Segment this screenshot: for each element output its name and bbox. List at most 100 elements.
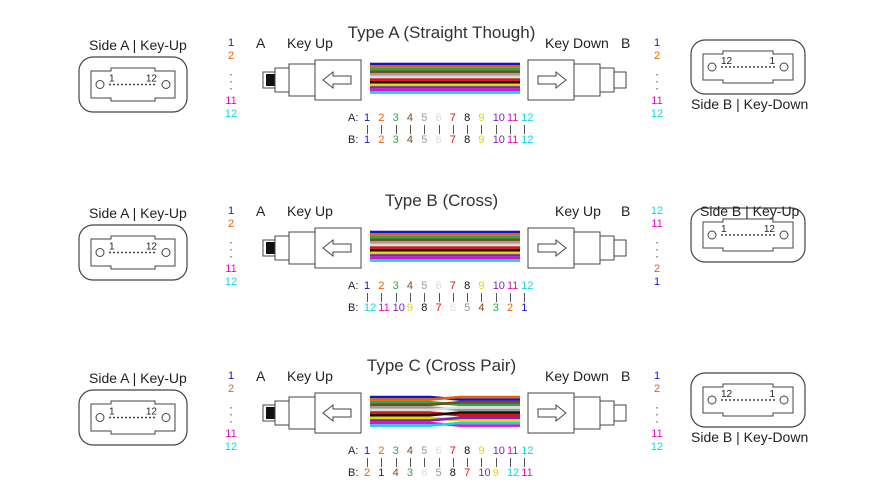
row-b-number: 7 [435,302,442,314]
row-a-prefix: A: [348,445,359,457]
end-face-first-number: 12 [721,56,733,67]
end-a-label: A [256,35,266,51]
row-a-number: 7 [449,280,456,292]
mapping-tick [481,458,483,467]
fiber-line [370,88,520,92]
fiber-line [370,83,520,87]
end-b-label: B [621,368,631,384]
end-face-last-number: 12 [146,242,158,253]
row-b-number: 12 [507,467,520,479]
mapping-tick [510,293,511,302]
row-b-number: 11 [378,302,390,314]
left-side-label: Side A | Key-Up [89,205,187,221]
fiber-line [370,80,520,84]
row-a-number: 3 [392,445,399,457]
fiber-ribbon [370,395,520,427]
right-column-number: 11 [651,95,663,107]
row-b-number: 8 [464,134,471,146]
mapping-tick [395,293,397,302]
fiber-ribbon [370,230,520,262]
mapping-tick [381,293,383,302]
mapping-tick [395,125,397,134]
row-b-number: 3 [406,467,414,479]
fiber-line [370,400,520,407]
fiber-ribbon [370,62,520,94]
fiber-line [370,248,520,252]
mapping-tick [467,125,469,134]
row-a-number: 7 [449,445,456,457]
end-face-last-number: 12 [146,74,158,85]
row-a-number: 11 [507,445,519,457]
left-column-dot: · [229,249,233,263]
row-a-number: 12 [521,280,534,292]
row-b-number: 10 [392,302,405,314]
end-face-first-number: 1 [109,407,115,418]
fiber-line [370,254,520,257]
mapping-tick [495,125,497,134]
left-column-number: 1 [227,205,235,217]
right-column-dot: · [655,242,659,256]
left-side-label: Side A | Key-Up [89,370,187,386]
row-a-number: 3 [392,112,399,124]
row-a-number: 5 [421,445,428,457]
mapping-tick [438,293,440,302]
row-a-number: 8 [464,112,471,124]
left-column-dot: · [229,407,233,421]
right-connector [527,227,627,269]
fiber-line [370,67,520,71]
row-b-prefix: B: [348,302,359,314]
row-a-number: 4 [406,445,414,457]
right-key-label: Key Down [545,35,609,51]
row-b-number: 1 [364,134,371,146]
mapping-tick [409,125,411,134]
row-b-number: 1 [521,302,528,314]
right-connector [527,59,627,101]
right-key-label: Key Up [555,203,601,219]
row-a-number: 5 [421,280,428,292]
mapping-tick [510,458,511,467]
row-a-number: 4 [406,112,414,124]
row-b-number: 5 [435,467,442,479]
left-column-dot: · [229,67,233,81]
row-a-prefix: A: [348,280,359,292]
mapping-tick [438,458,440,467]
row-a-number: 12 [521,112,534,124]
row-a-number: 1 [364,445,371,457]
fiber-line [370,75,520,79]
row-b-number: 9 [406,302,414,314]
row-b-number: 1 [378,467,385,479]
left-connector [262,59,362,101]
end-a-label: A [256,368,266,384]
fiber-line [370,256,520,260]
left-column-number: 11 [225,263,237,275]
mapping-tick [452,125,454,134]
row-a-number: 6 [435,445,442,457]
row-a-number: 1 [364,112,371,124]
row-a-number: 12 [521,445,534,457]
fiber-line [370,243,520,247]
row-a-number: 2 [378,445,385,457]
end-face-last-number: 1 [769,389,775,400]
row-b-number: 10 [492,134,505,146]
row-b-number: 7 [464,467,471,479]
row-b-number: 2 [364,467,371,479]
row-a-number: 9 [478,112,485,124]
end-b-label: B [621,35,631,51]
right-column-number: 2 [653,50,661,62]
row-a-number: 7 [449,112,456,124]
right-column-dot: · [655,67,659,81]
row-b-number: 2 [378,134,385,146]
right-side-label: Side B | Key-Down [691,429,809,445]
right-column-dot: · [655,235,659,249]
row-b-number: 9 [478,134,485,146]
row-b-number: 4 [406,134,414,146]
left-column-number: 1 [227,37,235,49]
left-column-dot: · [229,242,233,256]
mapping-tick [524,125,526,134]
end-face-first-number: 1 [109,74,115,85]
